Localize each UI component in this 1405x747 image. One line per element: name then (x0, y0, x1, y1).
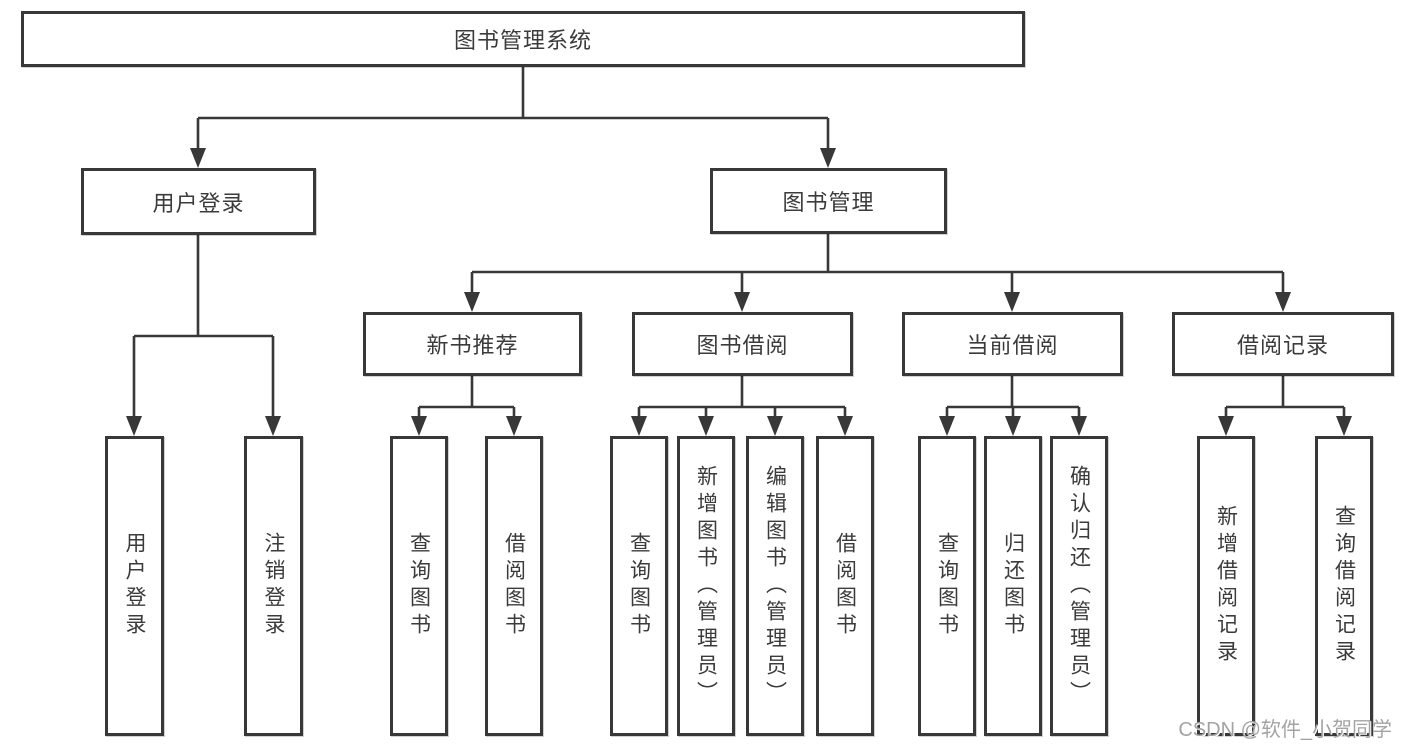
arrow-down-icon (1005, 416, 1021, 436)
arrow-down-icon (1218, 416, 1234, 436)
arrow-down-icon (464, 292, 480, 312)
leaf-logout-login: 注销登录 (244, 436, 303, 736)
node-user-login: 用户登录 (81, 168, 316, 235)
leaf-record-add-record: 新增借阅记录 (1197, 436, 1255, 736)
arrow-down-icon (1275, 292, 1291, 312)
arrow-down-icon (1336, 416, 1352, 436)
leaf-borrow-query-books: 查询图书 (610, 436, 668, 736)
arrow-down-icon (734, 292, 750, 312)
node-book-borrowing: 图书借阅 (632, 312, 853, 376)
arrow-down-icon (767, 416, 783, 436)
node-label: 借阅图书 (833, 532, 857, 640)
node-label: 新增借阅记录 (1214, 505, 1238, 667)
arrow-down-icon (1071, 416, 1087, 436)
node-label: 归还图书 (1001, 532, 1025, 640)
node-label: 查询借阅记录 (1332, 505, 1356, 667)
node-borrowing-records: 借阅记录 (1172, 312, 1394, 376)
node-label: 用户登录 (123, 532, 146, 640)
node-label: 借阅记录 (1236, 333, 1329, 358)
arrow-down-icon (820, 148, 836, 168)
node-label: 借阅图书 (502, 532, 526, 640)
arrow-down-icon (190, 148, 206, 168)
arrow-down-icon (1004, 292, 1020, 312)
leaf-newbook-borrow-books: 借阅图书 (485, 436, 543, 736)
node-library-management-system: 图书管理系统 (21, 11, 1025, 67)
node-label: 注销登录 (262, 532, 285, 640)
leaf-current-confirm-return-admin: 确认归还（管理员） (1050, 436, 1108, 736)
leaf-newbook-query-books: 查询图书 (390, 436, 448, 736)
leaf-user-login: 用户登录 (105, 436, 164, 736)
node-label: 新书推荐 (426, 333, 519, 358)
node-label: 图书借阅 (696, 333, 789, 358)
node-label: 查询图书 (407, 532, 431, 640)
node-new-book-recommend: 新书推荐 (363, 312, 582, 376)
arrow-down-icon (837, 416, 853, 436)
arrow-down-icon (506, 416, 522, 436)
arrow-down-icon (411, 416, 427, 436)
leaf-current-query-books: 查询图书 (918, 436, 976, 736)
arrow-down-icon (939, 416, 955, 436)
node-label: 查询图书 (627, 532, 651, 640)
node-label: 图书管理 (782, 190, 875, 215)
arrow-down-icon (265, 416, 281, 436)
node-label: 用户登录 (152, 190, 245, 216)
arrow-down-icon (126, 416, 142, 436)
leaf-borrow-borrow-books: 借阅图书 (816, 436, 874, 736)
arrow-down-icon (698, 416, 714, 436)
node-book-management: 图书管理 (710, 168, 947, 234)
watermark: CSDN @软件_小贺同学 (1178, 719, 1392, 741)
leaf-borrow-edit-books-admin: 编辑图书（管理员） (746, 436, 804, 736)
node-current-borrowing: 当前借阅 (902, 312, 1123, 376)
node-label: 当前借阅 (966, 333, 1059, 358)
node-label: 编辑图书（管理员） (763, 464, 787, 708)
node-label: 图书管理系统 (453, 28, 592, 53)
node-label: 确认归还（管理员） (1067, 464, 1091, 708)
node-label: 查询图书 (935, 532, 959, 640)
arrow-down-icon (631, 416, 647, 436)
leaf-current-return-books: 归还图书 (984, 436, 1042, 736)
leaf-record-query-record: 查询借阅记录 (1315, 436, 1373, 736)
leaf-borrow-add-books-admin: 新增图书（管理员） (677, 436, 735, 736)
node-label: 新增图书（管理员） (694, 464, 718, 708)
